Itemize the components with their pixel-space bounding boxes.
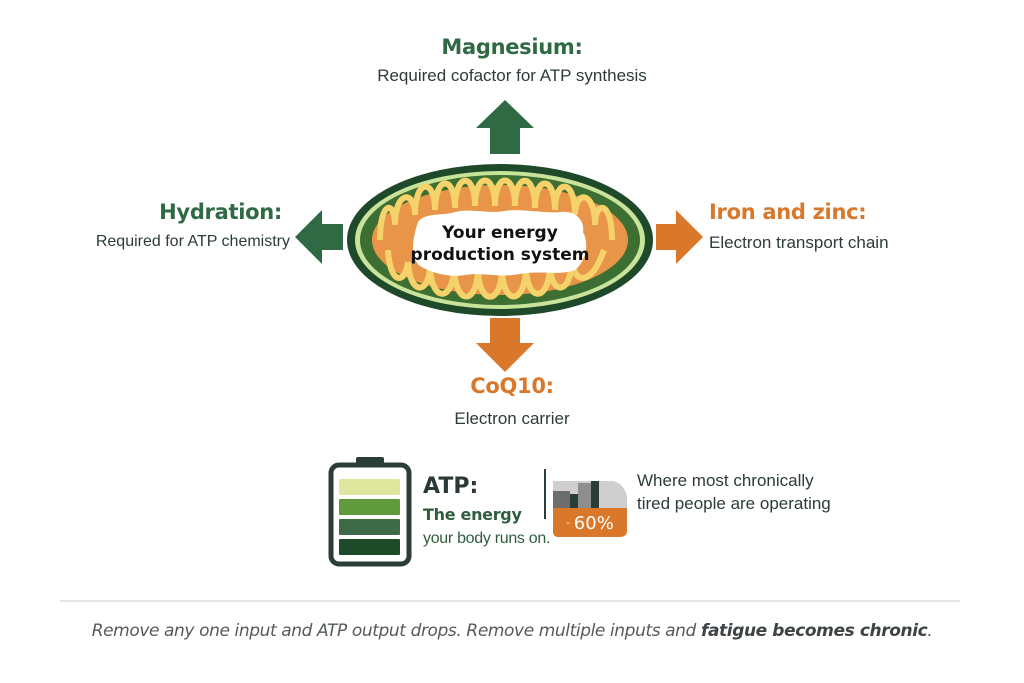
iron-zinc-description: Electron transport chain xyxy=(709,233,889,252)
coq10-title: CoQ10: xyxy=(470,374,554,398)
stat-card xyxy=(553,481,627,537)
arrow-right-icon xyxy=(656,210,703,264)
iron-zinc-title: Iron and zinc: xyxy=(709,200,867,224)
center-label: Your energy production system xyxy=(400,222,600,266)
atp-description: your body runs on. xyxy=(423,530,551,547)
center-label-line2: production system xyxy=(410,245,590,265)
atp-title: ATP: xyxy=(423,474,479,499)
center-label-line1: Your energy xyxy=(442,223,558,243)
stat-description: Where most chronically tired people are … xyxy=(637,471,831,513)
footer-note: Remove any one input and ATP output drop… xyxy=(0,621,1024,641)
arrow-down-icon xyxy=(476,318,534,372)
arrow-up-icon xyxy=(476,100,534,154)
hydration-title: Hydration: xyxy=(159,200,282,224)
separator-line xyxy=(544,469,546,519)
footer-end: . xyxy=(927,621,933,641)
battery-icon xyxy=(328,457,412,567)
footer-emphasis: fatigue becomes chronic xyxy=(700,621,928,641)
stat-prefix: - xyxy=(566,517,570,529)
stat-value: - 60% xyxy=(553,509,627,537)
coq10-description: Electron carrier xyxy=(454,409,570,428)
arrow-left-icon xyxy=(295,210,343,264)
atp-subtitle: The energy xyxy=(423,505,522,524)
stat-percent: 60% xyxy=(573,512,614,534)
magnesium-description: Required cofactor for ATP synthesis xyxy=(377,66,647,85)
footer-text: Remove any one input and ATP output drop… xyxy=(91,621,701,641)
magnesium-title: Magnesium: xyxy=(441,35,583,59)
hydration-description: Required for ATP chemistry xyxy=(95,233,290,250)
mitochondrion-icon xyxy=(347,164,653,316)
footer-divider xyxy=(60,600,960,602)
